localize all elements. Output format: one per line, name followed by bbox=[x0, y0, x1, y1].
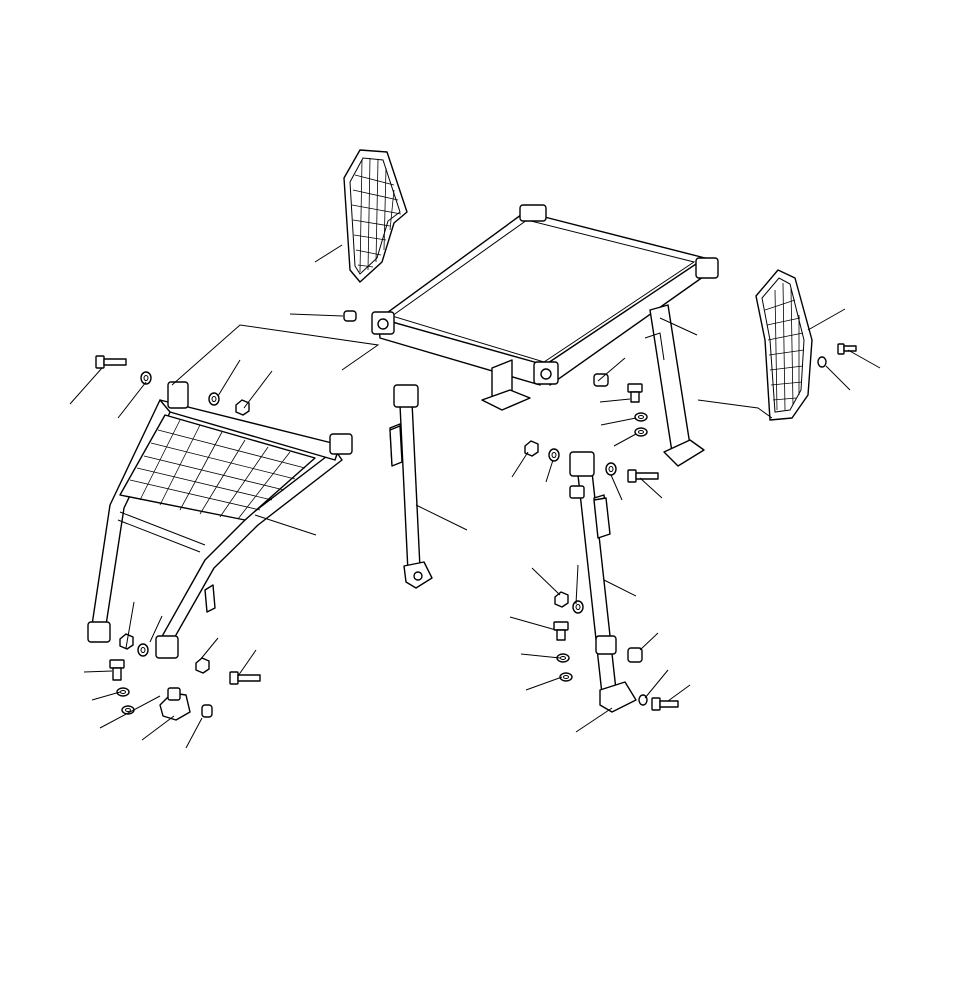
bolt bbox=[229, 671, 261, 685]
washer bbox=[116, 356, 827, 715]
right-post bbox=[569, 451, 637, 713]
bolt bbox=[651, 697, 679, 711]
handle bbox=[389, 425, 611, 539]
bolt bbox=[627, 469, 659, 483]
spacer bbox=[201, 310, 643, 718]
bolt bbox=[95, 355, 127, 369]
left-side-screen bbox=[343, 149, 408, 283]
bolt bbox=[109, 659, 125, 681]
bolt bbox=[627, 383, 643, 403]
bolt bbox=[837, 343, 857, 355]
front-guard-frame bbox=[87, 381, 353, 659]
bracket bbox=[159, 687, 191, 721]
right-side-screen bbox=[755, 269, 813, 421]
nut bbox=[119, 399, 569, 674]
center-post bbox=[389, 384, 433, 589]
leader-lines bbox=[69, 244, 881, 749]
roof-frame bbox=[371, 204, 719, 467]
bolt bbox=[553, 621, 569, 641]
